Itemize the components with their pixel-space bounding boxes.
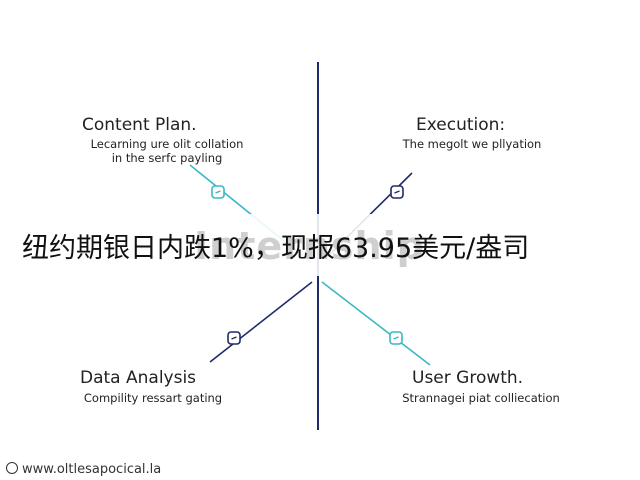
connector-user-growth: [321, 281, 431, 366]
node-title-execution: Execution:: [416, 115, 506, 135]
link-icon: [211, 185, 225, 199]
node-desc-content-plan: Lecarning ure olit collation in the serf…: [62, 137, 272, 165]
node-desc-line: Lecarning ure olit collation: [90, 137, 244, 151]
node-desc-line: Compility ressart gating: [83, 391, 223, 405]
node-title-content-plan: Content Plan.: [82, 115, 197, 135]
footer-url: www.oltlesapocical.la: [6, 462, 161, 477]
watermark-text: Internship: [194, 224, 425, 268]
node-title-data-analysis: Data Analysis: [80, 368, 197, 388]
node-desc-user-growth: Strannagei piat colliecation: [376, 391, 586, 405]
footer-url-text: www.oltlesapocical.la: [22, 462, 162, 477]
globe-icon: [6, 462, 18, 474]
link-icon: [389, 331, 403, 345]
connector-data-analysis: [209, 281, 313, 363]
node-title-user-growth: User Growth.: [412, 368, 524, 388]
link-icon: [227, 331, 241, 345]
node-desc-data-analysis: Compility ressart gating: [48, 391, 258, 405]
node-desc-execution: The megolt we pllyation: [372, 137, 572, 151]
banner-band: [158, 214, 488, 276]
node-desc-line: The megolt we pllyation: [402, 137, 542, 151]
node-desc-line: in the serfc payling: [111, 151, 223, 165]
headline-banner: Internship 纽约期银日内跌1%，现报63.95美元/盎司: [0, 214, 640, 276]
link-icon: [390, 185, 404, 199]
headline-text: 纽约期银日内跌1%，现报63.95美元/盎司: [22, 233, 530, 264]
node-desc-line: Strannagei piat colliecation: [402, 391, 560, 405]
